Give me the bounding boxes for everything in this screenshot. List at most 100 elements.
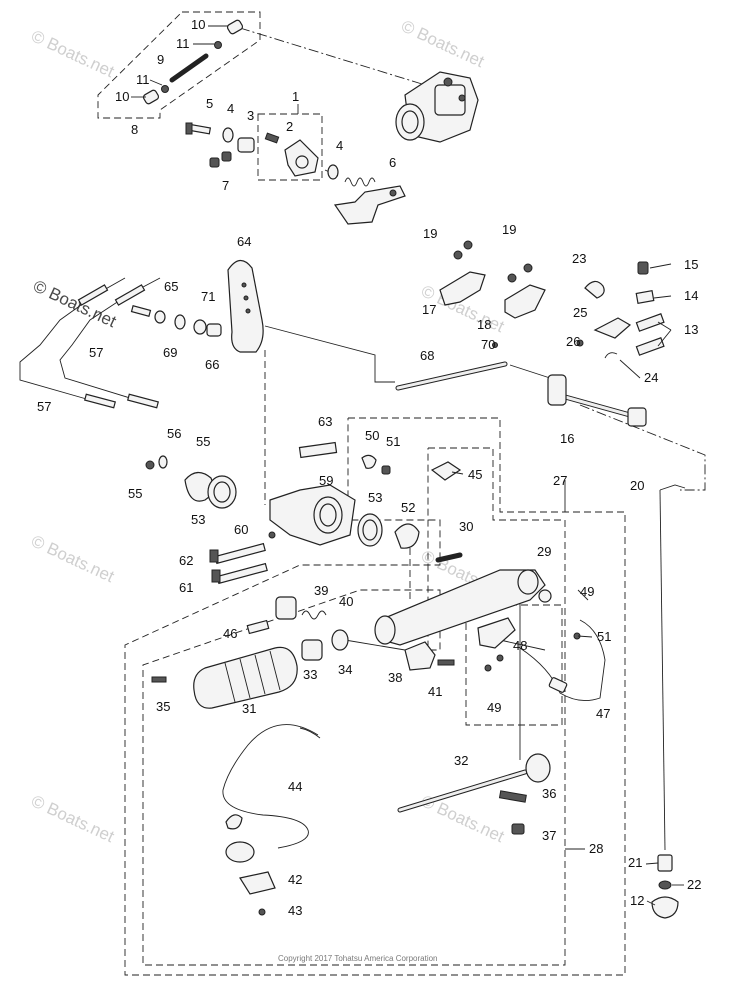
part-label: 11 — [176, 36, 190, 51]
throttle-grip — [151, 596, 455, 709]
part-label: 23 — [572, 251, 586, 266]
part-label: 47 — [596, 706, 610, 721]
choke-assembly — [439, 240, 665, 359]
shift-rod — [651, 484, 686, 919]
part-labels: 10 11 9 11 10 8 1 5 4 3 2 4 6 7 64 19 19… — [37, 17, 701, 918]
watermark: © Boats.net — [28, 531, 117, 586]
part-label: 57 — [37, 399, 51, 414]
part-label: 36 — [542, 786, 556, 801]
part-label: 41 — [428, 684, 442, 699]
group-box-8 — [97, 11, 261, 119]
part-label: 9 — [157, 52, 164, 67]
part-label: 31 — [242, 701, 256, 716]
watermark: © Boats.net — [28, 791, 117, 846]
watermark: © Boats.net — [398, 16, 487, 71]
part-label: 4 — [227, 101, 234, 116]
group-box-1 — [257, 113, 323, 181]
part-label: 69 — [163, 345, 177, 360]
part-label: 11 — [136, 72, 150, 87]
part-label: 62 — [179, 553, 193, 568]
part-label: 4 — [336, 138, 343, 153]
part-label: 32 — [454, 753, 468, 768]
part-label: 53 — [191, 512, 205, 527]
part-label: 14 — [684, 288, 698, 303]
shift-lever — [397, 753, 551, 835]
part-label: 45 — [468, 467, 482, 482]
part-label: 28 — [589, 841, 603, 856]
link-rod-assembly — [142, 19, 244, 105]
throttle-grip-lever — [130, 259, 264, 353]
part-label: 16 — [560, 431, 574, 446]
carburetor — [395, 71, 479, 143]
part-label: 65 — [164, 279, 178, 294]
part-label: 6 — [389, 155, 396, 170]
part-label: 29 — [537, 544, 551, 559]
group-box-28 — [142, 447, 566, 966]
part-label: 57 — [89, 345, 103, 360]
group-box-27 — [124, 417, 626, 976]
part-label: 34 — [338, 662, 352, 677]
part-label: 22 — [687, 877, 701, 892]
part-label: 10 — [191, 17, 205, 32]
part-label: 20 — [630, 478, 644, 493]
part-label: 68 — [420, 348, 434, 363]
part-label: 40 — [339, 594, 353, 609]
part-label: 19 — [423, 226, 437, 241]
tiller-arm — [374, 552, 552, 646]
part-label: 15 — [684, 257, 698, 272]
part-label: 35 — [156, 699, 170, 714]
part-label: 70 — [481, 337, 495, 352]
part-label: 51 — [386, 434, 400, 449]
part-label: 53 — [368, 490, 382, 505]
part-label: 24 — [644, 370, 658, 385]
part-label: 42 — [288, 872, 302, 887]
part-label: 63 — [318, 414, 332, 429]
part-label: 49 — [580, 584, 594, 599]
label-leaders — [131, 25, 684, 906]
part-label: 71 — [201, 289, 215, 304]
part-label: 12 — [630, 893, 644, 908]
part-label: 5 — [206, 96, 213, 111]
part-label: 51 — [597, 629, 611, 644]
part-label: 21 — [628, 855, 642, 870]
part-label: 48 — [513, 638, 527, 653]
part-label: 59 — [319, 473, 333, 488]
part-label: 10 — [115, 89, 129, 104]
part-label: 26 — [566, 334, 580, 349]
part-label: 2 — [286, 119, 293, 134]
part-label: 8 — [131, 122, 138, 137]
part-label: 18 — [477, 317, 491, 332]
throttle-cam — [145, 441, 462, 585]
part-label: 17 — [422, 302, 436, 317]
part-label: 55 — [128, 486, 142, 501]
copyright-text: Copyright 2017 Tohatsu America Corporati… — [278, 954, 438, 963]
part-label: 50 — [365, 428, 379, 443]
part-label: 25 — [573, 305, 587, 320]
connection-lines — [239, 27, 706, 760]
part-label: 60 — [234, 522, 248, 537]
part-label: 38 — [388, 670, 402, 685]
part-label: 19 — [502, 222, 516, 237]
group-box-48 — [465, 604, 563, 726]
choke-rod — [395, 342, 647, 427]
part-label: 66 — [205, 357, 219, 372]
part-label: 44 — [288, 779, 302, 794]
stop-switch — [477, 617, 606, 702]
throttle-lever-assembly — [185, 122, 406, 225]
part-label: 39 — [314, 583, 328, 598]
part-label: 64 — [237, 234, 251, 249]
part-label: 43 — [288, 903, 302, 918]
part-label: 7 — [222, 178, 229, 193]
part-label: 33 — [303, 667, 317, 682]
part-label: 52 — [401, 500, 415, 515]
watermark: © Boats.net — [30, 276, 119, 331]
part-label: 3 — [247, 108, 254, 123]
part-label: 49 — [487, 700, 501, 715]
part-label: 30 — [459, 519, 473, 534]
throttle-cables — [19, 277, 161, 409]
part-label: 56 — [167, 426, 181, 441]
part-label: 27 — [553, 473, 567, 488]
kill-switch-wire — [222, 724, 321, 916]
part-label: 61 — [179, 580, 193, 595]
watermark: © Boats.net — [28, 26, 117, 81]
